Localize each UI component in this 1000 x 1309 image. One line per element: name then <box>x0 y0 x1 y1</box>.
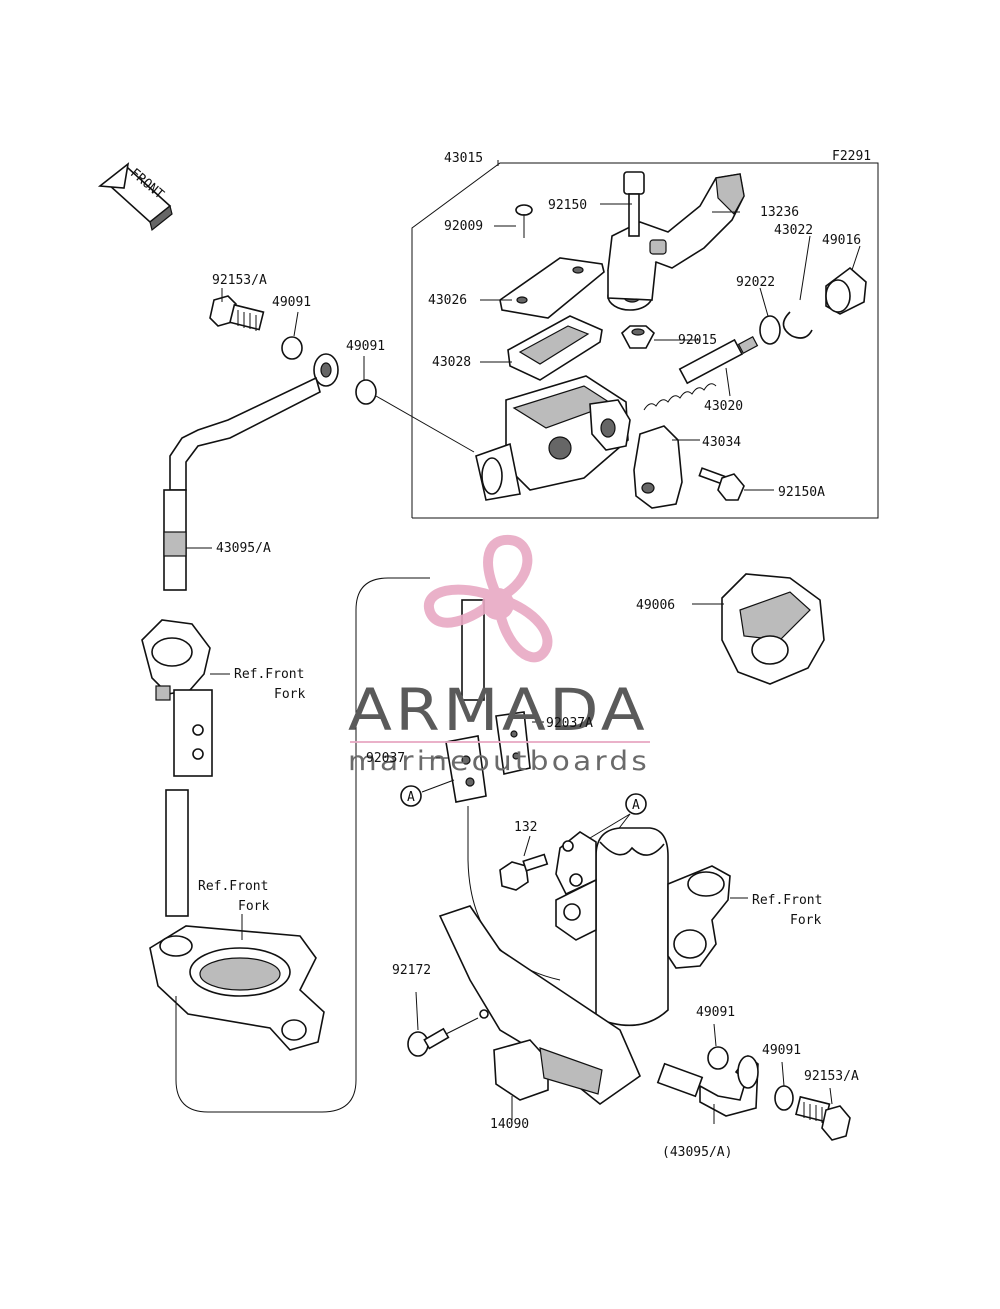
diagram-code: F2291 <box>832 149 871 164</box>
label-43020: 43020 <box>704 399 743 414</box>
hose-43095A <box>163 353 339 591</box>
label-49016: 49016 <box>822 233 861 248</box>
label-92037: 92037 <box>366 751 405 766</box>
label-43028: 43028 <box>432 355 471 370</box>
label-132: 132 <box>514 820 537 835</box>
fork-guide-clamp-upper <box>141 619 213 777</box>
label-92153A-bottom: 92153/A <box>804 1069 859 1084</box>
piston-43020 <box>643 336 759 411</box>
circlip-43022 <box>782 311 813 339</box>
callout-a-circle-2 <box>625 793 647 815</box>
label-43034: 43034 <box>702 435 741 450</box>
diaphragm-43028 <box>507 315 603 381</box>
label-92172: 92172 <box>392 963 431 978</box>
label-14090: 14090 <box>490 1117 529 1132</box>
banjo-bolt-92153A-bottom <box>795 1095 851 1141</box>
label-43095A: 43095/A <box>216 541 271 556</box>
label-43095A-paren: (43095/A) <box>662 1145 732 1160</box>
label-49006: 49006 <box>636 598 675 613</box>
washer-49091-bot2 <box>774 1085 794 1111</box>
label-49091-top2: 49091 <box>346 339 385 354</box>
hose-center-section <box>461 599 485 701</box>
washer-49091-top1 <box>281 336 303 360</box>
cover-43026 <box>499 257 605 319</box>
label-ref-front-1b: Fork <box>274 687 305 702</box>
washer-49091-top2 <box>355 379 377 405</box>
label-49091-bot1: 49091 <box>696 1005 735 1020</box>
callout-a-circle-1 <box>400 785 422 807</box>
watermark-brand: ARMADA <box>348 676 648 744</box>
reference-boundary <box>175 577 430 1113</box>
banjo-bolt-92153A-top <box>209 295 265 331</box>
fork-clamp-lower <box>149 925 325 1051</box>
assembly-box <box>411 162 879 519</box>
bolt-92150A <box>698 467 745 501</box>
label-43022: 43022 <box>774 223 813 238</box>
front-arrow-icon: FRONT <box>97 162 173 232</box>
clip-92037 <box>445 735 487 803</box>
screw-92009 <box>515 204 533 238</box>
label-callout-a-2: A <box>632 798 640 813</box>
bolt-92150 <box>623 171 645 237</box>
master-cylinder-body <box>475 375 631 501</box>
label-13236: 13236 <box>760 205 799 220</box>
label-49091-bot2: 49091 <box>762 1043 801 1058</box>
fork-leg <box>555 827 731 1027</box>
label-ref-front-3b: Fork <box>790 913 821 928</box>
hose-43095A-lower <box>656 1054 759 1117</box>
boot-49016 <box>825 266 867 315</box>
hose-lower-section <box>165 789 189 917</box>
lever-13236 <box>607 173 745 311</box>
label-43015: 43015 <box>444 151 483 166</box>
washer-49091-bot1 <box>707 1046 729 1070</box>
label-ref-front-1a: Ref.Front <box>234 667 304 682</box>
guard-14090 <box>438 905 641 1105</box>
label-ref-front-2b: Fork <box>238 899 269 914</box>
label-92150A: 92150A <box>778 485 825 500</box>
label-43026: 43026 <box>428 293 467 308</box>
label-callout-a-1: A <box>407 790 415 805</box>
label-92009: 92009 <box>444 219 483 234</box>
label-ref-front-2a: Ref.Front <box>198 879 268 894</box>
watermark-tagline: marineoutboards <box>348 746 650 777</box>
screw-92172 <box>407 1027 450 1057</box>
nut-92015 <box>620 325 656 349</box>
label-49091-top1: 49091 <box>272 295 311 310</box>
cover-49006 <box>721 573 825 685</box>
label-ref-front-3a: Ref.Front <box>752 893 822 908</box>
label-92150: 92150 <box>548 198 587 213</box>
bolt-132 <box>499 853 549 891</box>
watermark-logo <box>350 534 650 743</box>
label-92015: 92015 <box>678 333 717 348</box>
washer-92022 <box>759 315 781 345</box>
label-92153A-top: 92153/A <box>212 273 267 288</box>
label-92037A: 92037A <box>546 716 593 731</box>
clamp-43034 <box>633 425 683 509</box>
label-92022: 92022 <box>736 275 775 290</box>
